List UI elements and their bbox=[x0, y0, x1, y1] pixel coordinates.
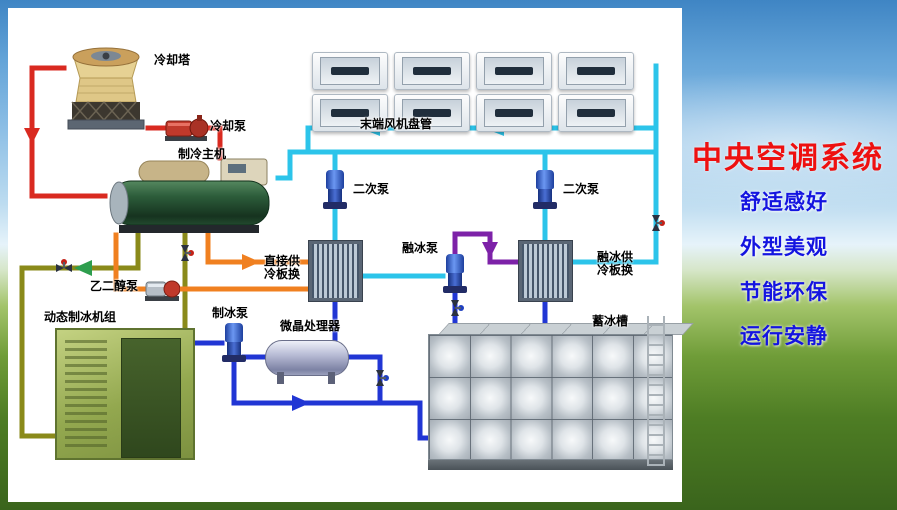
label-ice-machine: 动态制冰机组 bbox=[44, 310, 117, 324]
pump-casing bbox=[328, 189, 342, 202]
tank-ladder bbox=[647, 316, 665, 466]
cooling-pump bbox=[164, 114, 209, 142]
pump-casing bbox=[448, 273, 462, 286]
fan-coil-unit bbox=[312, 52, 388, 90]
cooling-tower-art bbox=[67, 47, 145, 130]
pipe-blue-processor-loop bbox=[343, 354, 383, 406]
cooling-pump-art bbox=[165, 115, 209, 141]
pump-base bbox=[222, 355, 246, 362]
plate-hx-melt bbox=[518, 240, 573, 302]
label-secondary-pump-1: 二次泵 bbox=[353, 182, 390, 196]
feature-comfort: 舒适感好 bbox=[740, 191, 828, 214]
fan-coil-slot bbox=[413, 109, 451, 117]
hx-plates bbox=[312, 244, 359, 298]
flow-arrow-right-orange bbox=[242, 254, 260, 270]
fan-coil-slot bbox=[495, 67, 533, 75]
pump-motor bbox=[326, 170, 344, 189]
label-cooling-pump: 冷却泵 bbox=[210, 119, 247, 133]
label-chiller: 制冷主机 bbox=[178, 147, 227, 161]
valve-icon bbox=[646, 213, 666, 233]
flow-arrow-down-purple bbox=[482, 242, 498, 258]
crystal-processor bbox=[265, 340, 349, 386]
fan-coil-unit bbox=[558, 52, 634, 90]
pump-motor bbox=[225, 323, 243, 342]
diagram-panel: 冷却塔 冷却泵 制冷主机 末端风机盘管 二次泵 二次泵 融冰泵 直接供 冷板换 … bbox=[8, 8, 694, 502]
valve-icon bbox=[175, 243, 195, 263]
cooling-tower bbox=[58, 44, 154, 130]
fan-coil-slot bbox=[577, 67, 615, 75]
feature-quiet: 运行安静 bbox=[740, 325, 828, 348]
label-ice-tank: 蓄冰槽 bbox=[592, 314, 629, 328]
pump-base bbox=[533, 202, 557, 209]
fan-coil-grille bbox=[402, 99, 462, 127]
plate-hx-direct bbox=[308, 240, 363, 302]
processor-leg bbox=[277, 372, 284, 384]
pump-motor bbox=[446, 254, 464, 273]
fan-coil-unit bbox=[312, 94, 388, 132]
fan-coil-slot bbox=[413, 67, 451, 75]
fan-coil-slot bbox=[331, 109, 369, 117]
pump-casing bbox=[227, 342, 241, 355]
pipe-purple-meltpump-hx2 bbox=[452, 231, 521, 265]
ice-melt-pump bbox=[443, 254, 467, 294]
ice-making-pump bbox=[222, 323, 246, 363]
fan-coil-unit bbox=[476, 94, 552, 132]
label-melt-hx: 融冰供 冷板换 bbox=[597, 250, 634, 277]
flow-arrow-right-blue bbox=[292, 395, 310, 411]
pump-base bbox=[323, 202, 347, 209]
glycol-pump bbox=[144, 276, 181, 302]
label-cooling-tower: 冷却塔 bbox=[154, 53, 191, 67]
fan-coil-unit bbox=[394, 52, 470, 90]
tank-base bbox=[428, 460, 673, 470]
feature-energy-saving: 节能环保 bbox=[740, 281, 828, 304]
dynamic-ice-machine bbox=[55, 328, 195, 460]
valve-icon bbox=[445, 298, 465, 318]
pipe-blue-icepump-tank bbox=[231, 358, 433, 441]
tank-front-panels bbox=[428, 334, 673, 460]
pipe-cyan-supply-header bbox=[275, 149, 659, 181]
fan-coil-unit bbox=[558, 94, 634, 132]
side-title: 中央空调系统 bbox=[692, 142, 884, 175]
label-glycol-pump: 乙二醇泵 bbox=[90, 279, 139, 293]
processor-vessel bbox=[265, 340, 349, 376]
label-direct-hx: 直接供 冷板换 bbox=[264, 254, 301, 281]
chiller-unit bbox=[105, 155, 275, 237]
feature-appearance: 外型美观 bbox=[740, 236, 828, 259]
label-secondary-pump-2: 二次泵 bbox=[563, 182, 600, 196]
pipe-olive-chiller-machine bbox=[19, 232, 141, 439]
ice-storage-tank bbox=[428, 316, 694, 470]
fan-coil-slot bbox=[495, 109, 533, 117]
pump-base bbox=[443, 286, 467, 293]
fan-coil-unit bbox=[394, 94, 470, 132]
secondary-pump-1 bbox=[323, 170, 347, 210]
label-ice-melt-pump: 融冰泵 bbox=[402, 241, 439, 255]
processor-leg bbox=[328, 372, 335, 384]
pipe-cyan-right-riser bbox=[570, 63, 659, 265]
label-fan-coils: 末端风机盘管 bbox=[360, 117, 433, 131]
fan-coil-slot bbox=[577, 109, 615, 117]
secondary-pump-2 bbox=[533, 170, 557, 210]
pump-motor bbox=[536, 170, 554, 189]
machine-vents bbox=[65, 340, 107, 452]
flow-arrow-left-green bbox=[74, 260, 92, 276]
hx-plates bbox=[522, 244, 569, 298]
label-ice-pump: 制冰泵 bbox=[212, 306, 249, 320]
valve-icon bbox=[54, 258, 74, 278]
fan-coil-slot bbox=[331, 67, 369, 75]
glycol-pump-art bbox=[145, 280, 181, 301]
pipe-orange-pump-chiller bbox=[113, 232, 147, 292]
flow-arrow-down-red bbox=[24, 128, 40, 144]
fan-coil-unit bbox=[476, 52, 552, 90]
valve-icon bbox=[370, 368, 390, 388]
chiller-art bbox=[109, 158, 270, 233]
pipe-orange-chiller-hx bbox=[205, 232, 311, 265]
machine-door bbox=[121, 338, 181, 458]
label-processor: 微晶处理器 bbox=[280, 319, 341, 333]
pipe-red-pump-chiller bbox=[203, 125, 223, 161]
pump-casing bbox=[538, 189, 552, 202]
